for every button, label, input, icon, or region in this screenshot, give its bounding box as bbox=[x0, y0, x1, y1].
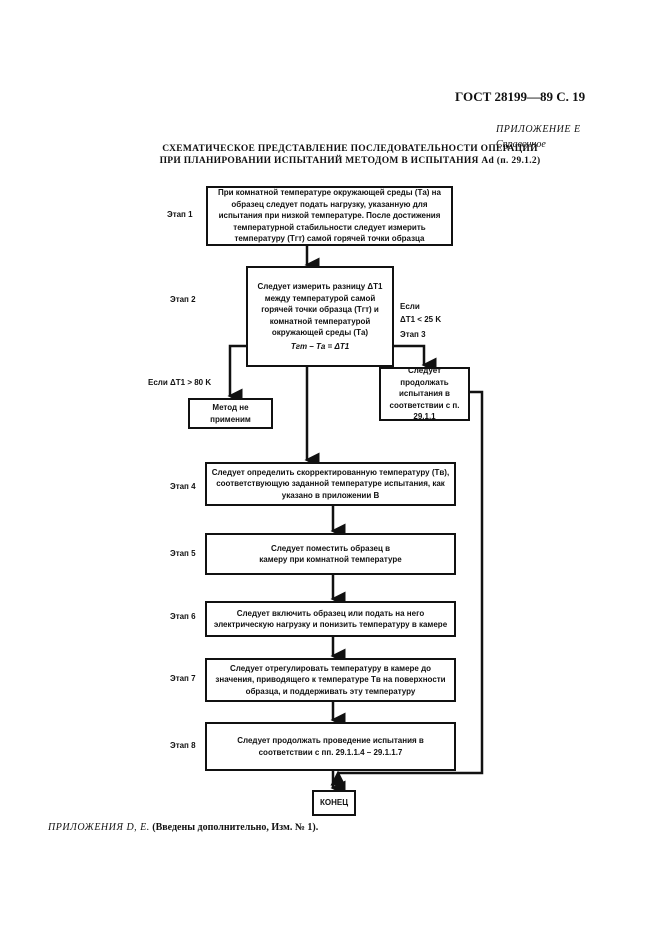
appendix-title: ПРИЛОЖЕНИЕ Е bbox=[496, 124, 581, 135]
stage-4-label: Этап 4 bbox=[170, 482, 196, 491]
step-7-box: Следует отрегулировать температуру в кам… bbox=[205, 658, 456, 702]
stage-8-label: Этап 8 bbox=[170, 741, 196, 750]
step-4-box: Следует определить скорректированную тем… bbox=[205, 462, 456, 506]
footer-text: (Введены дополнительно, Изм. № 1). bbox=[152, 822, 319, 833]
step-5-box: Следует поместить образец в камеру при к… bbox=[205, 533, 456, 575]
stage-7-label: Этап 7 bbox=[170, 674, 196, 683]
step-2-box: Следует измерить разницу ΔT1 между темпе… bbox=[246, 266, 394, 367]
step-1-box: При комнатной температуре окружающей сре… bbox=[206, 186, 453, 246]
end-box: КОНЕЦ bbox=[312, 790, 356, 816]
condition-left: Если ΔT1 > 80 K bbox=[148, 378, 212, 387]
step-2-formula: Tгт – Tа = ΔT1 bbox=[290, 341, 350, 351]
stage-2-label: Этап 2 bbox=[170, 295, 196, 304]
step-2-text: Следует измерить разницу ΔT1 между темпе… bbox=[257, 282, 383, 337]
heading-line-2: ПРИ ПЛАНИРОВАНИИ ИСПЫТАНИЙ МЕТОДОМ В ИСП… bbox=[159, 156, 541, 166]
footer-note: ПРИЛОЖЕНИЯ D, E. (Введены дополнительно,… bbox=[48, 822, 318, 833]
step-3-box: Следует продолжать испытания в соответст… bbox=[379, 366, 470, 421]
method-not-applicable-box: Метод не применим bbox=[188, 398, 273, 429]
step-6-box: Следует включить образец или подать на н… bbox=[205, 601, 456, 637]
step-8-box: Следует продолжать проведение испытания … bbox=[205, 722, 456, 771]
condition-right-2: ΔT1 < 25 K bbox=[400, 315, 442, 324]
appendix-subtitle: Справочное bbox=[496, 139, 546, 150]
heading-line-1: СХЕМАТИЧЕСКОЕ ПРЕДСТАВЛЕНИЕ ПОСЛЕДОВАТЕЛ… bbox=[162, 144, 538, 154]
condition-right-1: Если bbox=[400, 302, 420, 311]
footer-appendices: ПРИЛОЖЕНИЯ D, E. bbox=[48, 822, 150, 833]
stage-6-label: Этап 6 bbox=[170, 612, 196, 621]
stage-3-label: Этап 3 bbox=[400, 330, 426, 339]
stage-5-label: Этап 5 bbox=[170, 549, 196, 558]
stage-1-label: Этап 1 bbox=[167, 210, 193, 219]
doc-id-header: ГОСТ 28199—89 С. 19 bbox=[455, 89, 586, 104]
